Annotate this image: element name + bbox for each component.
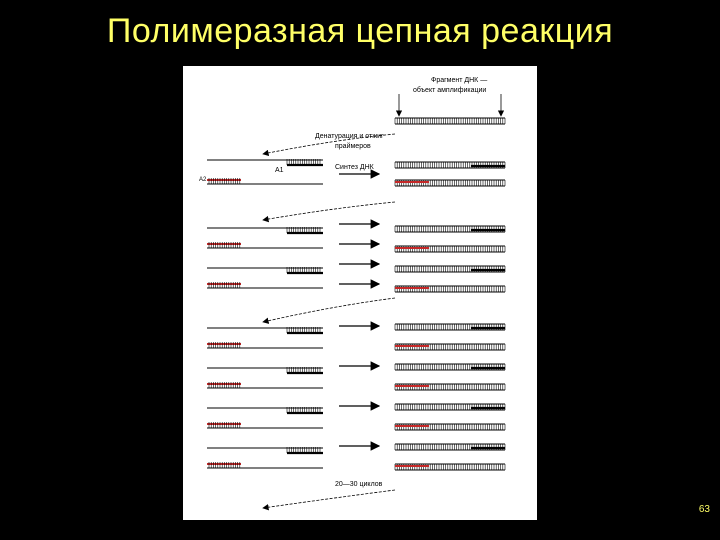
pcr-diagram-svg: Фрагмент ДНК — объект амплификации Денат… [199,77,506,511]
slide-title: Полимеразная цепная реакция [106,12,614,50]
initial-fragment-rungs [394,118,506,124]
page-number: 63 [698,504,710,515]
cycles-label: 20—30 циклов [335,481,383,488]
cycle2-left-4-primer-rungs [208,282,241,288]
pcr-diagram: Фрагмент ДНК — объект амплификации Денат… [183,66,537,520]
cycle3-left-5-new-rungs [286,407,321,413]
cycle3-left-4-primer-rungs [208,382,241,388]
cycle-arrow-2 [262,201,396,223]
synthesis-label: Синтез ДНК [335,164,375,171]
fragment-label: Фрагмент ДНК — [431,77,487,84]
denaturation-label-2: праймеров [335,142,371,150]
cycle1-left-1-new-rungs [286,159,321,165]
primer-a2-label: A2 [199,177,207,183]
cycle3-left-2-primer-rungs [208,342,241,348]
cycle3-left-3-new-rungs [286,367,321,373]
cycle3-left-7-new-rungs [286,447,321,453]
cycle-arrow-3 [262,297,396,324]
cycle1-left-2-primer-rungs [208,178,241,184]
cycle3-left-6-primer-rungs [208,422,241,428]
cycle2-left-3-new-rungs [286,267,321,273]
denaturation-label: Денатурация и отжиг [315,133,384,140]
primer-a1-label: A1 [275,167,284,174]
cycle-arrow-1 [262,133,396,157]
fragment-label-2: объект амплификации [413,86,486,94]
strand-rows [207,117,506,471]
cycle-arrow-4 [262,489,396,511]
cycle2-left-2-primer-rungs [208,242,241,248]
cycle3-left-1-new-rungs [286,327,321,333]
cycle2-left-1-new-rungs [286,227,321,233]
cycle3-left-8-primer-rungs [208,462,241,468]
